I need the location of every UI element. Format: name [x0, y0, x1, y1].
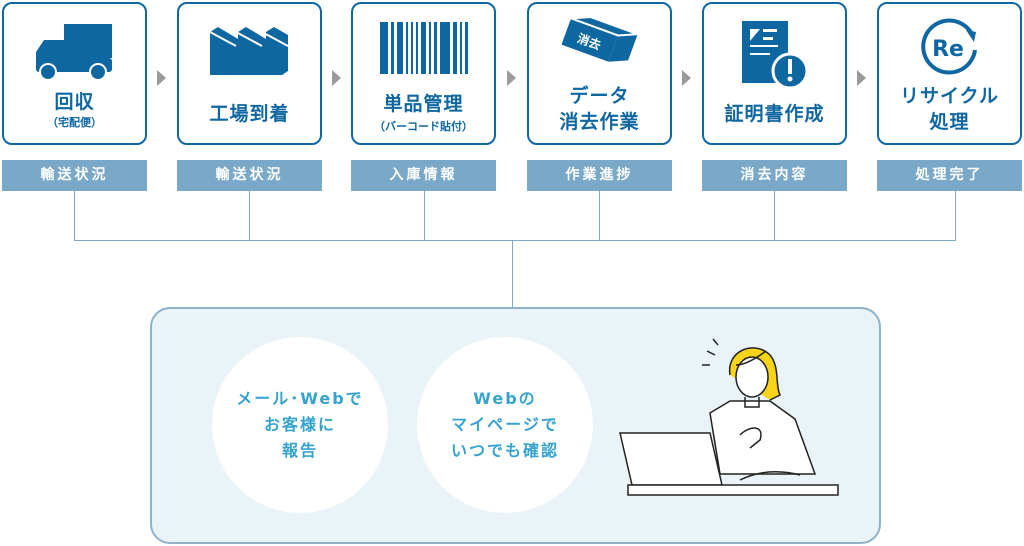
circle-text: 報告 — [281, 441, 318, 460]
step-factory-arrival: 工場到着 — [177, 2, 322, 145]
step-title: 単品管理 — [383, 93, 464, 115]
step-subtitle: （バーコード貼付） — [374, 120, 473, 133]
step-collection: 回収 （宅配便） — [2, 2, 147, 145]
certificate-icon — [741, 21, 808, 90]
arrow-icon — [507, 70, 516, 86]
arrow-icon — [157, 70, 166, 86]
eraser-icon: 消去 — [560, 16, 638, 62]
step-title: 回収 — [54, 91, 95, 113]
barcode-icon — [379, 22, 468, 74]
step-title-line2: 消去作業 — [559, 111, 640, 133]
factory-icon — [209, 27, 288, 75]
step-title: リサイクル — [899, 85, 1000, 107]
status-label: 入庫情報 — [351, 160, 496, 191]
step-certificate: 証明書作成 — [702, 2, 847, 145]
svg-text:Re: Re — [932, 37, 964, 62]
status-label: 作業進捗 — [527, 160, 672, 191]
arrow-icon — [682, 70, 691, 86]
status-label: 処理完了 — [877, 160, 1022, 191]
truck-icon — [35, 24, 112, 81]
step-data-erasure: 消去 データ 消去作業 — [527, 2, 672, 145]
step-recycling: Re リサイクル 処理 — [877, 2, 1022, 145]
step-title: 工場到着 — [209, 103, 290, 125]
circle-text: Webの — [473, 389, 537, 408]
step-title-line2: 処理 — [929, 111, 970, 133]
status-label: 輸送状況 — [177, 160, 322, 191]
step-item-management: 単品管理 （バーコード貼付） — [351, 2, 496, 145]
circle-text: いつでも確認 — [450, 441, 559, 460]
step-title: データ — [569, 85, 630, 107]
email-web-report-circle: メール･Webで お客様に 報告 — [212, 337, 388, 513]
arrow-icon — [332, 70, 341, 86]
status-label: 消去内容 — [702, 160, 847, 191]
circle-text: マイページで — [451, 415, 559, 434]
arrow-icon — [857, 70, 866, 86]
recycle-icon: Re — [920, 18, 977, 75]
woman-laptop-illustration — [619, 338, 839, 496]
step-title: 証明書作成 — [724, 103, 825, 125]
status-label: 輸送状況 — [2, 160, 147, 191]
step-subtitle: （宅配便） — [47, 116, 102, 129]
circle-text: メール･Webで — [236, 389, 364, 408]
circle-text: お客様に — [263, 415, 336, 434]
mypage-circle: Webの マイページで いつでも確認 — [417, 337, 593, 513]
